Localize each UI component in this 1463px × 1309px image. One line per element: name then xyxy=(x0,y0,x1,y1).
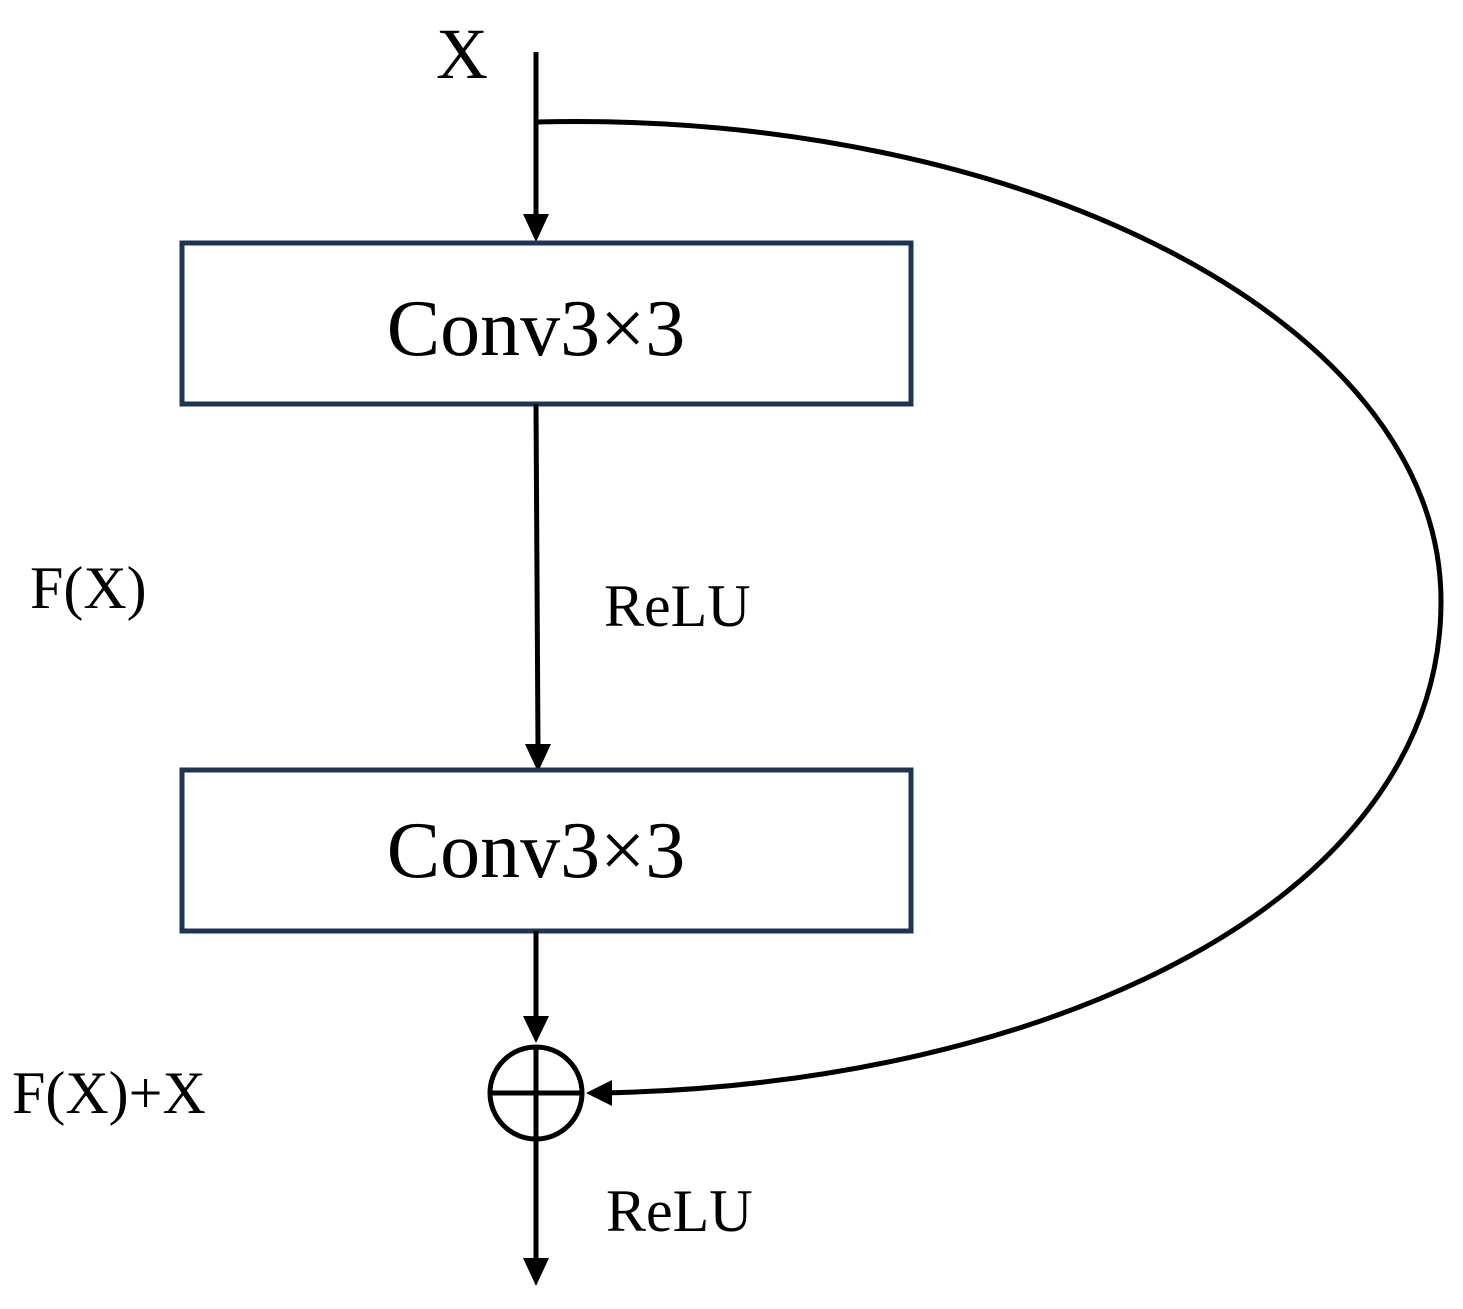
sum-label: F(X)+X xyxy=(12,1060,206,1126)
output-arrowhead xyxy=(523,1258,549,1286)
conv-block-1 xyxy=(179,240,914,407)
middle-arrow xyxy=(533,403,541,749)
relu-label-2: ReLU xyxy=(606,1178,753,1244)
skip-arrowhead xyxy=(586,1080,612,1106)
to-sum-arrowhead xyxy=(523,1016,549,1043)
skip-connection xyxy=(535,119,1444,1096)
input-label: X xyxy=(436,14,488,94)
middle-arrowhead xyxy=(525,744,551,772)
input-arrowhead xyxy=(523,214,549,242)
conv-block-1-label: Conv3×3 xyxy=(387,285,685,373)
sum-node-icon xyxy=(487,1044,585,1142)
conv-block-2 xyxy=(179,767,914,934)
residual-function-label: F(X) xyxy=(30,555,147,621)
relu-label-1: ReLU xyxy=(604,573,751,639)
conv-block-2-label: Conv3×3 xyxy=(387,807,685,895)
